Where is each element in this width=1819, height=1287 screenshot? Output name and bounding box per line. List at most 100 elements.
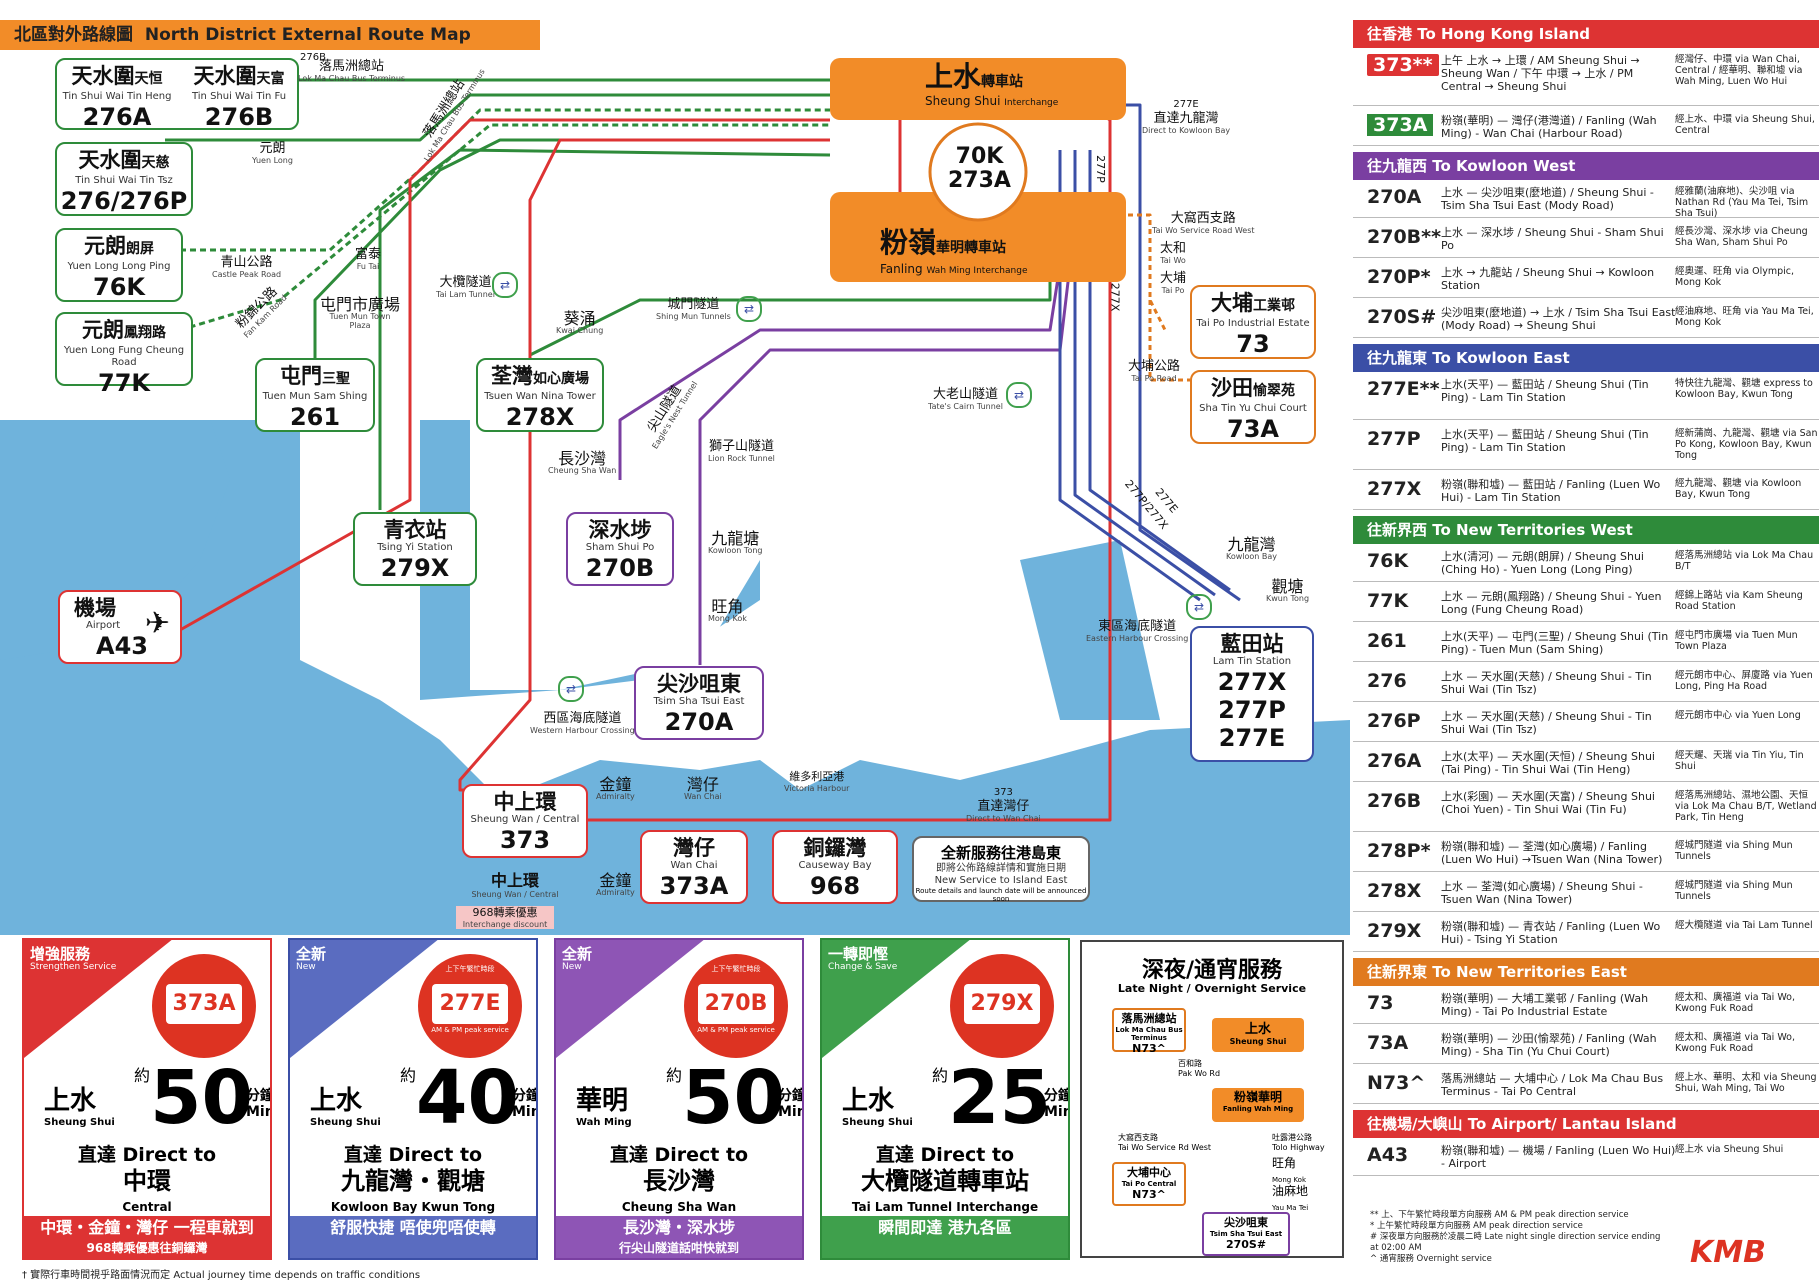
table-route-desc: 粉嶺(華明) — 灣仔(港灣道) / Fanling (Wah Ming) - … <box>1441 114 1657 140</box>
table-route-desc: 粉嶺(華明) — 大埔工業邨 / Fanling (Wah Ming) - Ta… <box>1441 992 1649 1018</box>
table-route-number: 276A <box>1367 750 1422 772</box>
table-route-via: 經新蒲崗、九龍灣、觀塘 via San Po Kong, Kowloon Bay… <box>1675 428 1818 461</box>
box-tsw-tinheng: 天水圍天恒 Tin Shui Wai Tin Heng 276A <box>62 64 172 131</box>
promo-footer: 舒服快捷 唔使兜唔使轉 <box>290 1216 536 1258</box>
table-route-desc: 上水 — 天水圍(天慈) / Sheung Shui - Tin Shui Wa… <box>1441 670 1652 696</box>
table-route-via: 經灣仔、中環 via Wan Chai, Central / 經華明、聯和墟 v… <box>1675 54 1803 87</box>
table-route-via: 經落馬洲總站 via Lok Ma Chau B/T <box>1675 550 1814 572</box>
table-route-desc: 落馬洲總站 — 大埔中心 / Lok Ma Chau Bus Terminus … <box>1441 1072 1664 1098</box>
box-airport: 機場 Airport A43 ✈ <box>58 590 182 664</box>
table-route-desc: 上午 上水 → 上環 / AM Sheung Shui → Sheung Wan… <box>1441 54 1640 93</box>
label-276b: 276B <box>300 52 326 63</box>
promo-minutes: 40 <box>416 1055 519 1141</box>
table-route-number: 373A <box>1367 114 1434 136</box>
table-row: 278P*粉嶺(聯和墟) — 荃灣(如心廣場) / Fanling (Luen … <box>1353 836 1819 872</box>
night-service-panel: 深夜/通宵服務 Late Night / Overnight Service 落… <box>1080 940 1344 1258</box>
table-route-desc: 上水 — 元朗(鳳翔路) / Sheung Shui - Yuen Long (… <box>1441 590 1662 616</box>
promo-footer: 瞬間即達 港九各區 <box>822 1216 1068 1258</box>
table-route-number: A43 <box>1367 1144 1409 1166</box>
hub-sheung-shui-en: Sheung Shui Interchange <box>925 94 1059 108</box>
table-route-desc: 上水 → 九龍站 / Sheung Shui → Kowloon Station <box>1441 266 1655 292</box>
hub-fanling-label: 粉嶺華明轉車站 <box>880 226 1007 259</box>
table-route-desc: 粉嶺(聯和墟) — 荃灣(如心廣場) / Fanling (Luen Wo Hu… <box>1441 840 1663 866</box>
table-route-via: 經油麻地、旺角 via Yau Ma Tei, Mong Kok <box>1675 306 1814 328</box>
table-route-number: 76K <box>1367 550 1409 572</box>
table-route-number: 270A <box>1367 186 1422 208</box>
route-line-orange <box>1110 213 1190 382</box>
box-taipo-ie: 大埔工業邨 Tai Po Industrial Estate 73 <box>1190 285 1316 359</box>
box-tsw-tintsz: 天水圍天慈 Tin Shui Wai Tin Tsz 276/276P <box>55 142 193 216</box>
route-line-green-6 <box>378 148 831 510</box>
box-lamtin: 藍田站 Lam Tin Station 277X 277P 277E <box>1190 626 1314 762</box>
table-route-number: 277X <box>1367 478 1422 500</box>
table-route-number: 73A <box>1367 1032 1409 1054</box>
promo-approx: 約 <box>134 1066 151 1085</box>
box-tin-shui-wai-north: 天水圍天恒 Tin Shui Wai Tin Heng 276A 天水圍天富 T… <box>55 58 299 131</box>
table-route-via: 經九龍灣、觀塘 via Kowloon Bay, Kwun Tong <box>1675 478 1802 500</box>
table-route-via: 經雅蘭(油麻地)、尖沙咀 via Nathan Rd (Yau Ma Tei, … <box>1675 186 1809 219</box>
route-line-green-2 <box>165 93 830 142</box>
box-yl-longping: 元朗朗屏 Yuen Long Long Ping 76K <box>55 228 183 302</box>
table-section-header: 往機場/大嶼山 To Airport/ Lantau Island <box>1353 1110 1819 1138</box>
table-route-via: 經上水、中環 via Sheung Shui, Central <box>1675 114 1815 136</box>
table-route-number: 270P* <box>1367 266 1431 288</box>
sea-area-west <box>0 420 230 660</box>
tunnel-icon: ⇄ <box>736 296 762 322</box>
table-row: 270S#尖沙咀東(麼地道) → 上水 / Tsim Sha Tsui East… <box>1353 302 1819 338</box>
table-route-via: 經太和、廣福道 via Tai Wo, Kwong Fuk Road <box>1675 992 1796 1014</box>
promo-approx: 約 <box>400 1066 417 1085</box>
tunnel-icon: ⇄ <box>558 676 584 702</box>
tunnel-icon: ⇄ <box>492 272 518 298</box>
box-yl-fungcheung: 元朗鳳翔路 Yuen Long Fung Cheung Road 77K <box>55 312 193 397</box>
table-route-desc: 上水(彩園) — 天水圍(天富) / Sheung Shui (Choi Yue… <box>1441 790 1655 816</box>
table-row: 373A 粉嶺(華明) — 灣仔(港灣道) / Fanling (Wah Ming… <box>1353 110 1819 146</box>
table-section-header: 往九龍東 To Kowloon East <box>1353 344 1819 372</box>
box-tste: 尖沙咀東 Tsim Sha Tsui East 270A <box>634 666 764 740</box>
hub-fanling-shape <box>830 192 1126 282</box>
hub-sheung-shui-shape <box>830 58 1126 120</box>
box-tm-samshing: 屯門三聖 Tuen Mun Sam Shing 261 <box>255 358 375 432</box>
table-route-number: 277E** <box>1367 378 1440 400</box>
table-route-number: 276P <box>1367 710 1421 732</box>
table-route-desc: 上水 — 深水埗 / Sheung Shui - Sham Shui Po <box>1441 226 1664 252</box>
sea-area <box>0 420 1350 935</box>
table-route-number: N73^ <box>1367 1072 1426 1094</box>
